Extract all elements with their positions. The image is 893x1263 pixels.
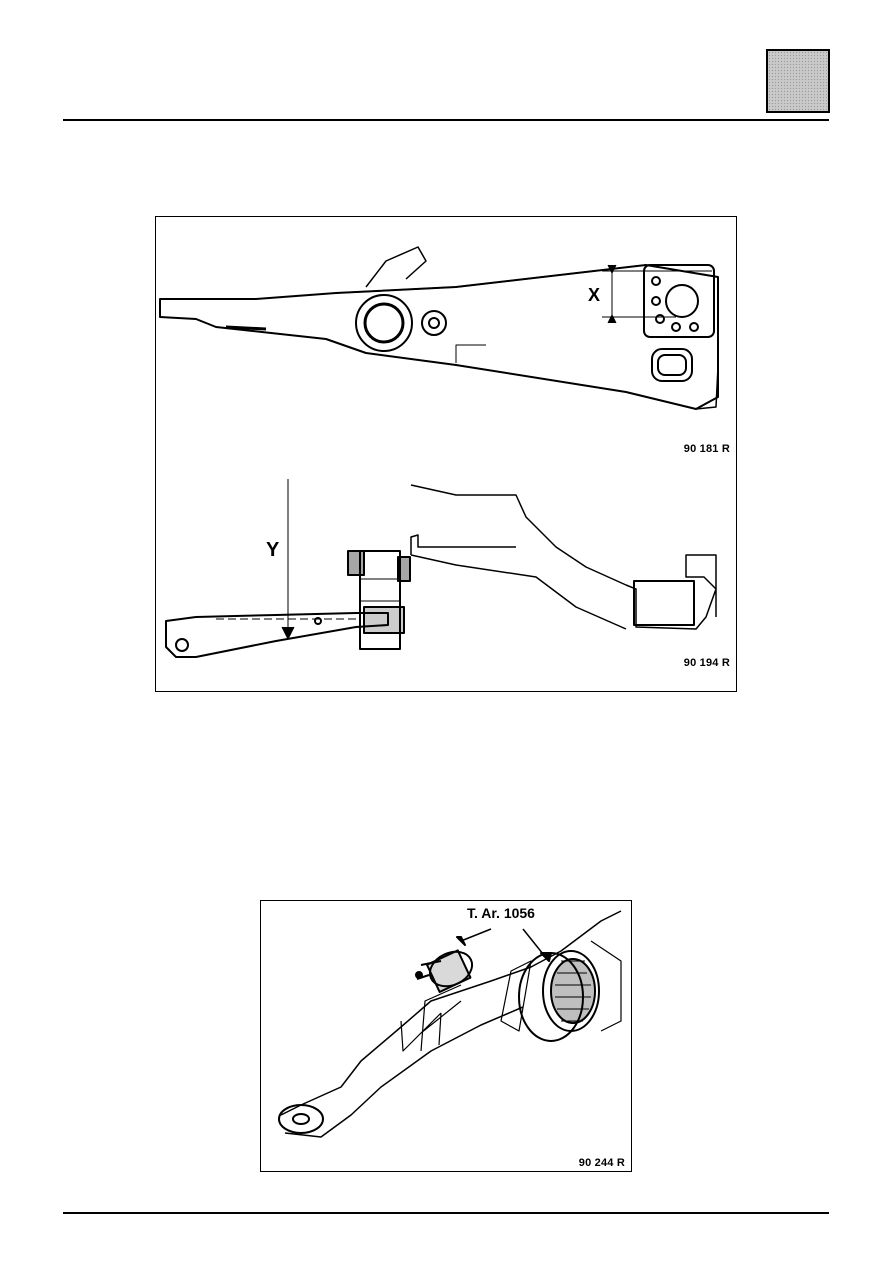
- figure-reference-90-244: 90 244 R: [578, 1157, 625, 1169]
- dimension-y-label: Y: [266, 539, 280, 561]
- tool-label: T. Ar. 1056: [467, 905, 535, 921]
- figure-reference-90-194: 90 194 R: [683, 657, 730, 669]
- header-rule: [63, 119, 829, 121]
- figure-tool-installation: T. Ar. 1056 90 244 R: [260, 900, 632, 1172]
- chapter-marker-box: [766, 49, 830, 113]
- trailing-arm-drawings: [159, 246, 719, 658]
- footer-rule: [63, 1212, 829, 1214]
- figure-reference-90-181: 90 181 R: [683, 443, 730, 455]
- figure-trailing-arm-dimensions: X 90 181 R Y 90 194 R: [155, 216, 737, 692]
- dimension-x-label: X: [588, 285, 601, 305]
- tool-installation-drawing: [278, 910, 622, 1138]
